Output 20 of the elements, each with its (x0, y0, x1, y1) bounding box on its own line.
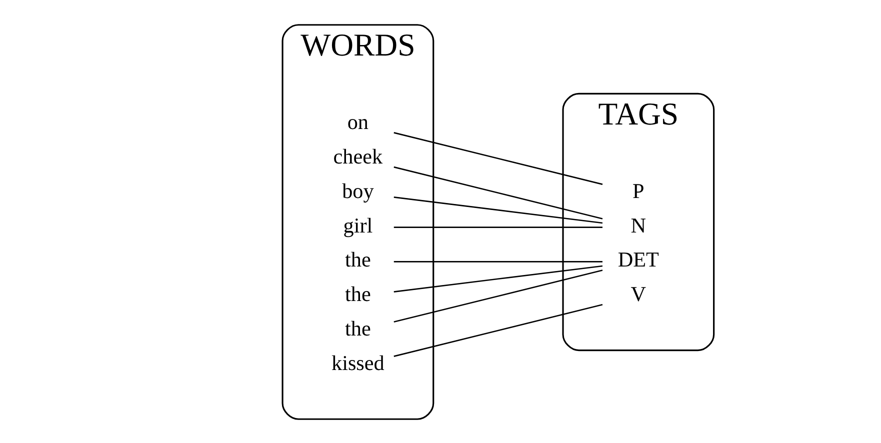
node-text: cheek (332, 144, 382, 168)
connector (393, 132, 602, 184)
node-text: the (344, 247, 370, 272)
node-text: the (344, 316, 370, 340)
node-text: P (632, 178, 644, 202)
node-text: on (346, 110, 368, 134)
connector (393, 166, 602, 219)
node-text: DET (617, 247, 658, 272)
node-text: girl (342, 212, 372, 237)
connector (393, 196, 602, 224)
node-text: boy (342, 178, 374, 202)
connector (393, 226, 602, 228)
connector (393, 269, 602, 322)
node-text: N (630, 212, 646, 237)
node-text: the (344, 282, 370, 306)
node-text: kissed (331, 350, 384, 374)
connector (393, 304, 602, 356)
connector (393, 264, 602, 292)
node-text: V (630, 282, 646, 306)
connector (393, 260, 602, 262)
